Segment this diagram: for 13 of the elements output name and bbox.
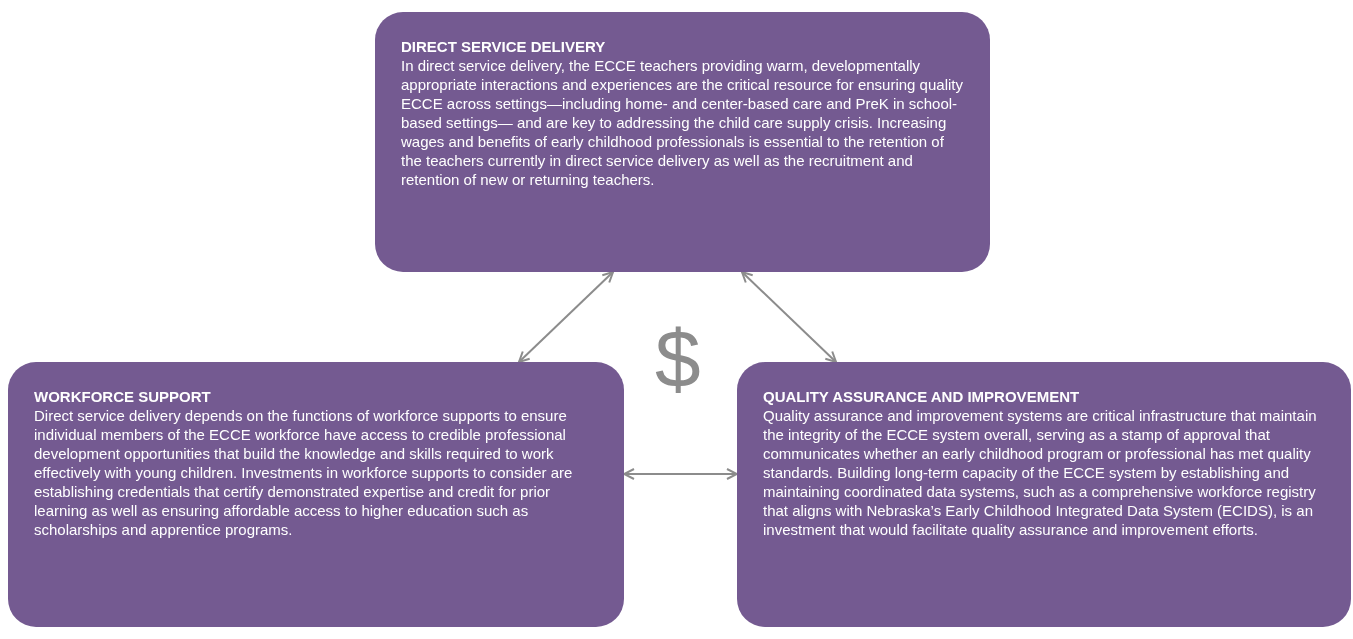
double-headed-arrow: [623, 468, 738, 480]
panel-text: Quality assurance and improvement systems are critical infrastructure that maintain the integrity of the ECCE system overall, serving as a stamp of approval that communicates whether an early childhood program or professional has met quality standards. Building long-term capacity of the ECCE system by establishing and maintaining coordinated data systems, such as a comprehensive workforce registry that aligns with Nebraska’s Early Childhood Integrated Data System (ECIDS), is an investment that would facilitate quality assurance and improvement efforts.: [763, 406, 1318, 539]
panel-heading: WORKFORCE SUPPORT: [34, 388, 212, 406]
text-panel: [375, 12, 990, 272]
text-panel: [8, 362, 624, 627]
dollar-sign: $: [655, 318, 701, 400]
panel-text: Direct service delivery depends on the functions of workforce supports to ensure individual members of the ECCE workforce have access to credible professional development opportunities that build the knowledge and skills required to work effectively with young children. Investments in workforce supports to consider are establishing credentials that certify demonstrated expertise and credit for prior learning as well as ensuring affordable access to higher education such as scholarships and apprentice programs.: [34, 406, 574, 539]
double-headed-arrow: [518, 271, 614, 363]
panel-heading: QUALITY ASSURANCE AND IMPROVEMENT: [763, 388, 1081, 406]
panel-text: In direct service delivery, the ECCE teachers providing warm, developmentally appropriate interactions and experiences are the critical resource for ensuring quality ECCE across settings—including home- and center-based care and PreK in school-based settings— and are key to addressing the child care supply crisis. Increasing wages and benefits of early childhood professionals is essential to the retention of the teachers currently in direct service delivery as well as the recruitment and retention of new or returning teachers.: [401, 56, 964, 189]
panel-heading: DIRECT SERVICE DELIVERY: [401, 38, 607, 56]
text-panel: [737, 362, 1351, 627]
double-headed-arrow: [741, 271, 837, 363]
